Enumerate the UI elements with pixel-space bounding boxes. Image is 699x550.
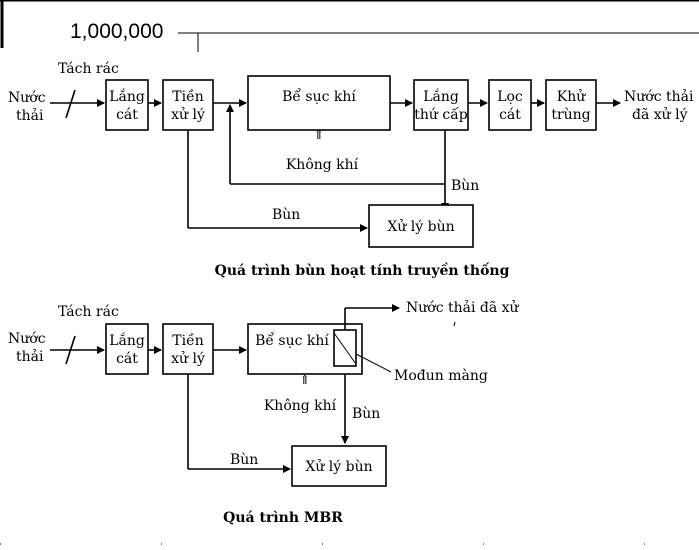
screen-mark: [65, 335, 76, 365]
grit-label: Lắng: [109, 331, 145, 349]
output-label: Nước thải đã xử: [406, 299, 520, 316]
aeration-label: Bể sục khí: [255, 331, 329, 349]
header-number: 1,000,000: [70, 20, 163, 43]
sludge-treatment-box: [368, 204, 474, 248]
sludge-treatment-label: Xử lý bùn: [305, 458, 372, 475]
sludge-label: Bùn: [272, 207, 300, 223]
disinfection-label: Khử: [557, 88, 586, 105]
header: 1,000,000: [0, 0, 699, 52]
sand-filter-box: [488, 79, 532, 131]
sludge-treatment-label: Xử lý bùn: [387, 218, 454, 235]
disinfection-box: [545, 79, 597, 131]
pretreatment-label-2: xử lý: [171, 350, 205, 367]
sludge-label: Bùn: [230, 452, 258, 468]
secondary-clarifier-box: [413, 79, 469, 131]
filter-label-2: cát: [499, 107, 521, 123]
grit-label-2: cát: [116, 351, 138, 367]
grit-chamber-box: [105, 323, 149, 375]
sludge-label: Bùn: [352, 406, 380, 422]
aeration-label: Bể sục khí: [282, 87, 356, 105]
screen-mark: [65, 89, 76, 119]
filter-label: Lọc: [497, 89, 523, 105]
screening-label: Tách rác: [58, 61, 119, 77]
caption-conventional: Quá trình bùn hoạt tính truyền thống: [215, 261, 510, 279]
pretreatment-label: Tiền: [172, 88, 203, 105]
diagram-mbr: Nước thải Tách rác Lắng cát Tiền xử lý B…: [8, 299, 520, 526]
membrane-leader: [355, 353, 392, 373]
grit-chamber-box: [105, 79, 149, 131]
text-mark: [453, 321, 456, 327]
output-label: Nước thải: [624, 88, 694, 105]
secondary-label: Lắng: [423, 87, 459, 105]
grit-label-2: cát: [116, 107, 138, 123]
secondary-label-2: thứ cấp: [414, 106, 468, 123]
screening-label: Tách rác: [58, 304, 119, 320]
sludge-treatment-box: [291, 445, 387, 487]
pretreatment-box: [162, 323, 214, 375]
air-arrow-icon: ⇑: [314, 127, 324, 142]
input-label-2: thải: [16, 348, 44, 365]
air-arrow-icon: ⇑: [300, 372, 310, 387]
input-label: Nước: [8, 331, 46, 347]
input-label-2: thải: [16, 107, 44, 124]
sludge-label: Bùn: [451, 178, 479, 194]
grit-label: Lắng: [109, 87, 145, 105]
air-label: Không khí: [286, 157, 359, 173]
diagram-conventional: Nước thải Tách rác Lắng cát Tiền xử lý B…: [8, 61, 694, 279]
membrane-label: Mođun màng: [394, 367, 488, 384]
input-label: Nước: [8, 90, 46, 106]
output-label-2: đã xử lý: [632, 106, 688, 123]
air-label: Không khí: [264, 398, 337, 414]
membrane-diagonal: [333, 332, 357, 365]
disinfection-label-2: trùng: [551, 107, 590, 123]
pretreatment-label: Tiền: [172, 332, 203, 349]
pretreatment-label-2: xử lý: [171, 106, 205, 123]
caption-mbr: Quá trình MBR: [223, 510, 343, 526]
